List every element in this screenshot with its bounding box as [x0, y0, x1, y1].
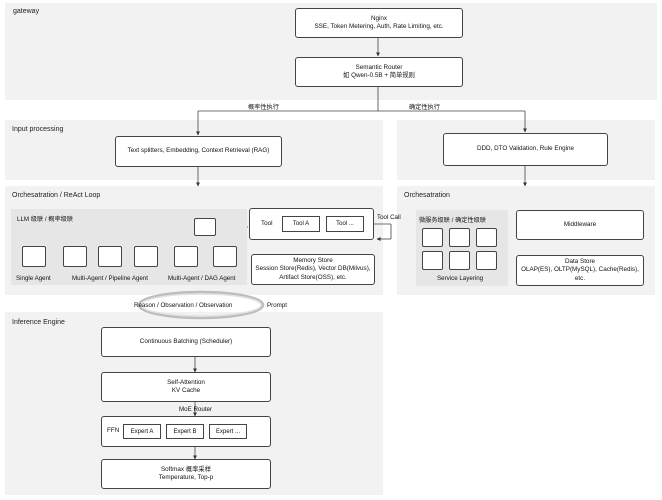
inference-title: Inference Engine [12, 319, 65, 326]
branch-probabilistic-label: 概率性执行 [248, 104, 279, 111]
expert-a-label: Expert A [130, 428, 154, 435]
rag-label: Text splitters, Embedding, Context Retri… [127, 147, 270, 155]
expert-b-label: Expert B [173, 428, 197, 435]
expert-more-label: Expert ... [215, 428, 240, 435]
microservice-panel [416, 210, 508, 286]
middleware-box: Middleware [516, 210, 644, 240]
service-layering-label: Service Layering [437, 275, 484, 282]
memory-store-title: Memory Store [293, 256, 333, 264]
pipeline-agent-label: Multi-Agent / Pipeline Agent [72, 275, 149, 282]
rag-box: Text splitters, Embedding, Context Retri… [115, 136, 282, 167]
tool-a-box: Tool A [282, 216, 320, 232]
service-node-5 [449, 251, 470, 270]
orchestration-right-title: Orchesatration [404, 192, 450, 199]
microservice-title: 微服务级联 / 确定性级联 [419, 217, 487, 224]
service-node-3 [476, 228, 497, 247]
batching-label: Continuous Batching (Scheduler) [139, 337, 233, 345]
router-subtitle: 如 Qwen-0.5B + 简单规则 [343, 72, 415, 79]
semantic-router-box: Semantic Router 如 Qwen-0.5B + 简单规则 [295, 57, 463, 87]
pipeline-node-1 [63, 246, 87, 267]
prompt-label: Prompt [267, 302, 287, 309]
dag-agent-label: Multi-Agent / DAG Agent [168, 275, 236, 282]
single-agent-label: Single Agent [16, 275, 51, 282]
tool-call-label: Tool Call [377, 214, 401, 221]
service-node-1 [422, 228, 443, 247]
data-store-title: Data Store [564, 257, 596, 265]
orchestration-left-title: Orchesatration / ReAct Loop [12, 192, 101, 199]
nginx-box: Nginx SSE, Token Metering, Auth, Rate Li… [295, 8, 463, 38]
attention-title: Self-Attention [167, 378, 205, 386]
expert-b-box: Expert B [166, 424, 204, 439]
dag-node-left [174, 246, 198, 267]
memory-store-line2: Artifact Store(OSS), etc. [279, 273, 347, 281]
input-processing-title: Input processing [12, 126, 64, 133]
nginx-subtitle: SSE, Token Metering, Auth, Rate Limiting… [314, 23, 444, 30]
ffn-label: FFN [107, 427, 120, 435]
service-node-2 [449, 228, 470, 247]
reason-loop-label: Reason / Observation / Observation [134, 302, 233, 309]
single-agent-node [22, 246, 46, 267]
pipeline-node-3 [134, 246, 158, 267]
data-store-box: Data Store OLAP(ES), OLTP(MySQL), Cache(… [516, 255, 644, 286]
batching-box: Continuous Batching (Scheduler) [101, 327, 271, 357]
memory-store-line1: Session Store(Redis), Vector DB(Milvus), [255, 265, 371, 273]
middleware-label: Middleware [563, 220, 597, 228]
moe-router-label: MoE Router [179, 406, 213, 413]
nginx-title: Nginx [370, 14, 388, 22]
service-node-6 [476, 251, 497, 270]
tool-more-box: Tool ... [326, 216, 364, 232]
pipeline-node-2 [98, 246, 122, 267]
branch-deterministic-label: 确定性执行 [409, 104, 440, 111]
expert-more-box: Expert ... [209, 424, 247, 439]
softmax-title: Softmax 概率采样 [160, 465, 212, 473]
llm-cascade-title: LLM 级联 / 概率级联 [17, 216, 74, 223]
rule-engine-box: DDD, DTO Validation, Rule Engine [443, 133, 608, 166]
softmax-box: Softmax 概率采样 Temperature, Top-p [101, 459, 271, 489]
dag-node-root [194, 218, 216, 236]
tool-more-label: Tool ... [336, 221, 354, 227]
tool-label: Tool [261, 219, 273, 227]
expert-a-box: Expert A [123, 424, 161, 439]
gateway-panel-title: gateway [13, 8, 40, 15]
attention-box: Self-Attention KV Cache [101, 372, 271, 402]
tool-a-label: Tool A [292, 221, 310, 227]
attention-subtitle: KV Cache [171, 387, 201, 394]
memory-store-box: Memory Store Session Store(Redis), Vecto… [251, 254, 375, 285]
data-store-subtitle: OLAP(ES), OLTP(MySQL), Cache(Redis), etc… [521, 266, 639, 282]
softmax-subtitle: Temperature, Top-p [158, 474, 214, 481]
dag-node-right [213, 246, 237, 267]
router-title: Semantic Router [355, 63, 403, 71]
rule-engine-label: DDD, DTO Validation, Rule Engine [476, 145, 575, 153]
service-node-4 [422, 251, 443, 270]
